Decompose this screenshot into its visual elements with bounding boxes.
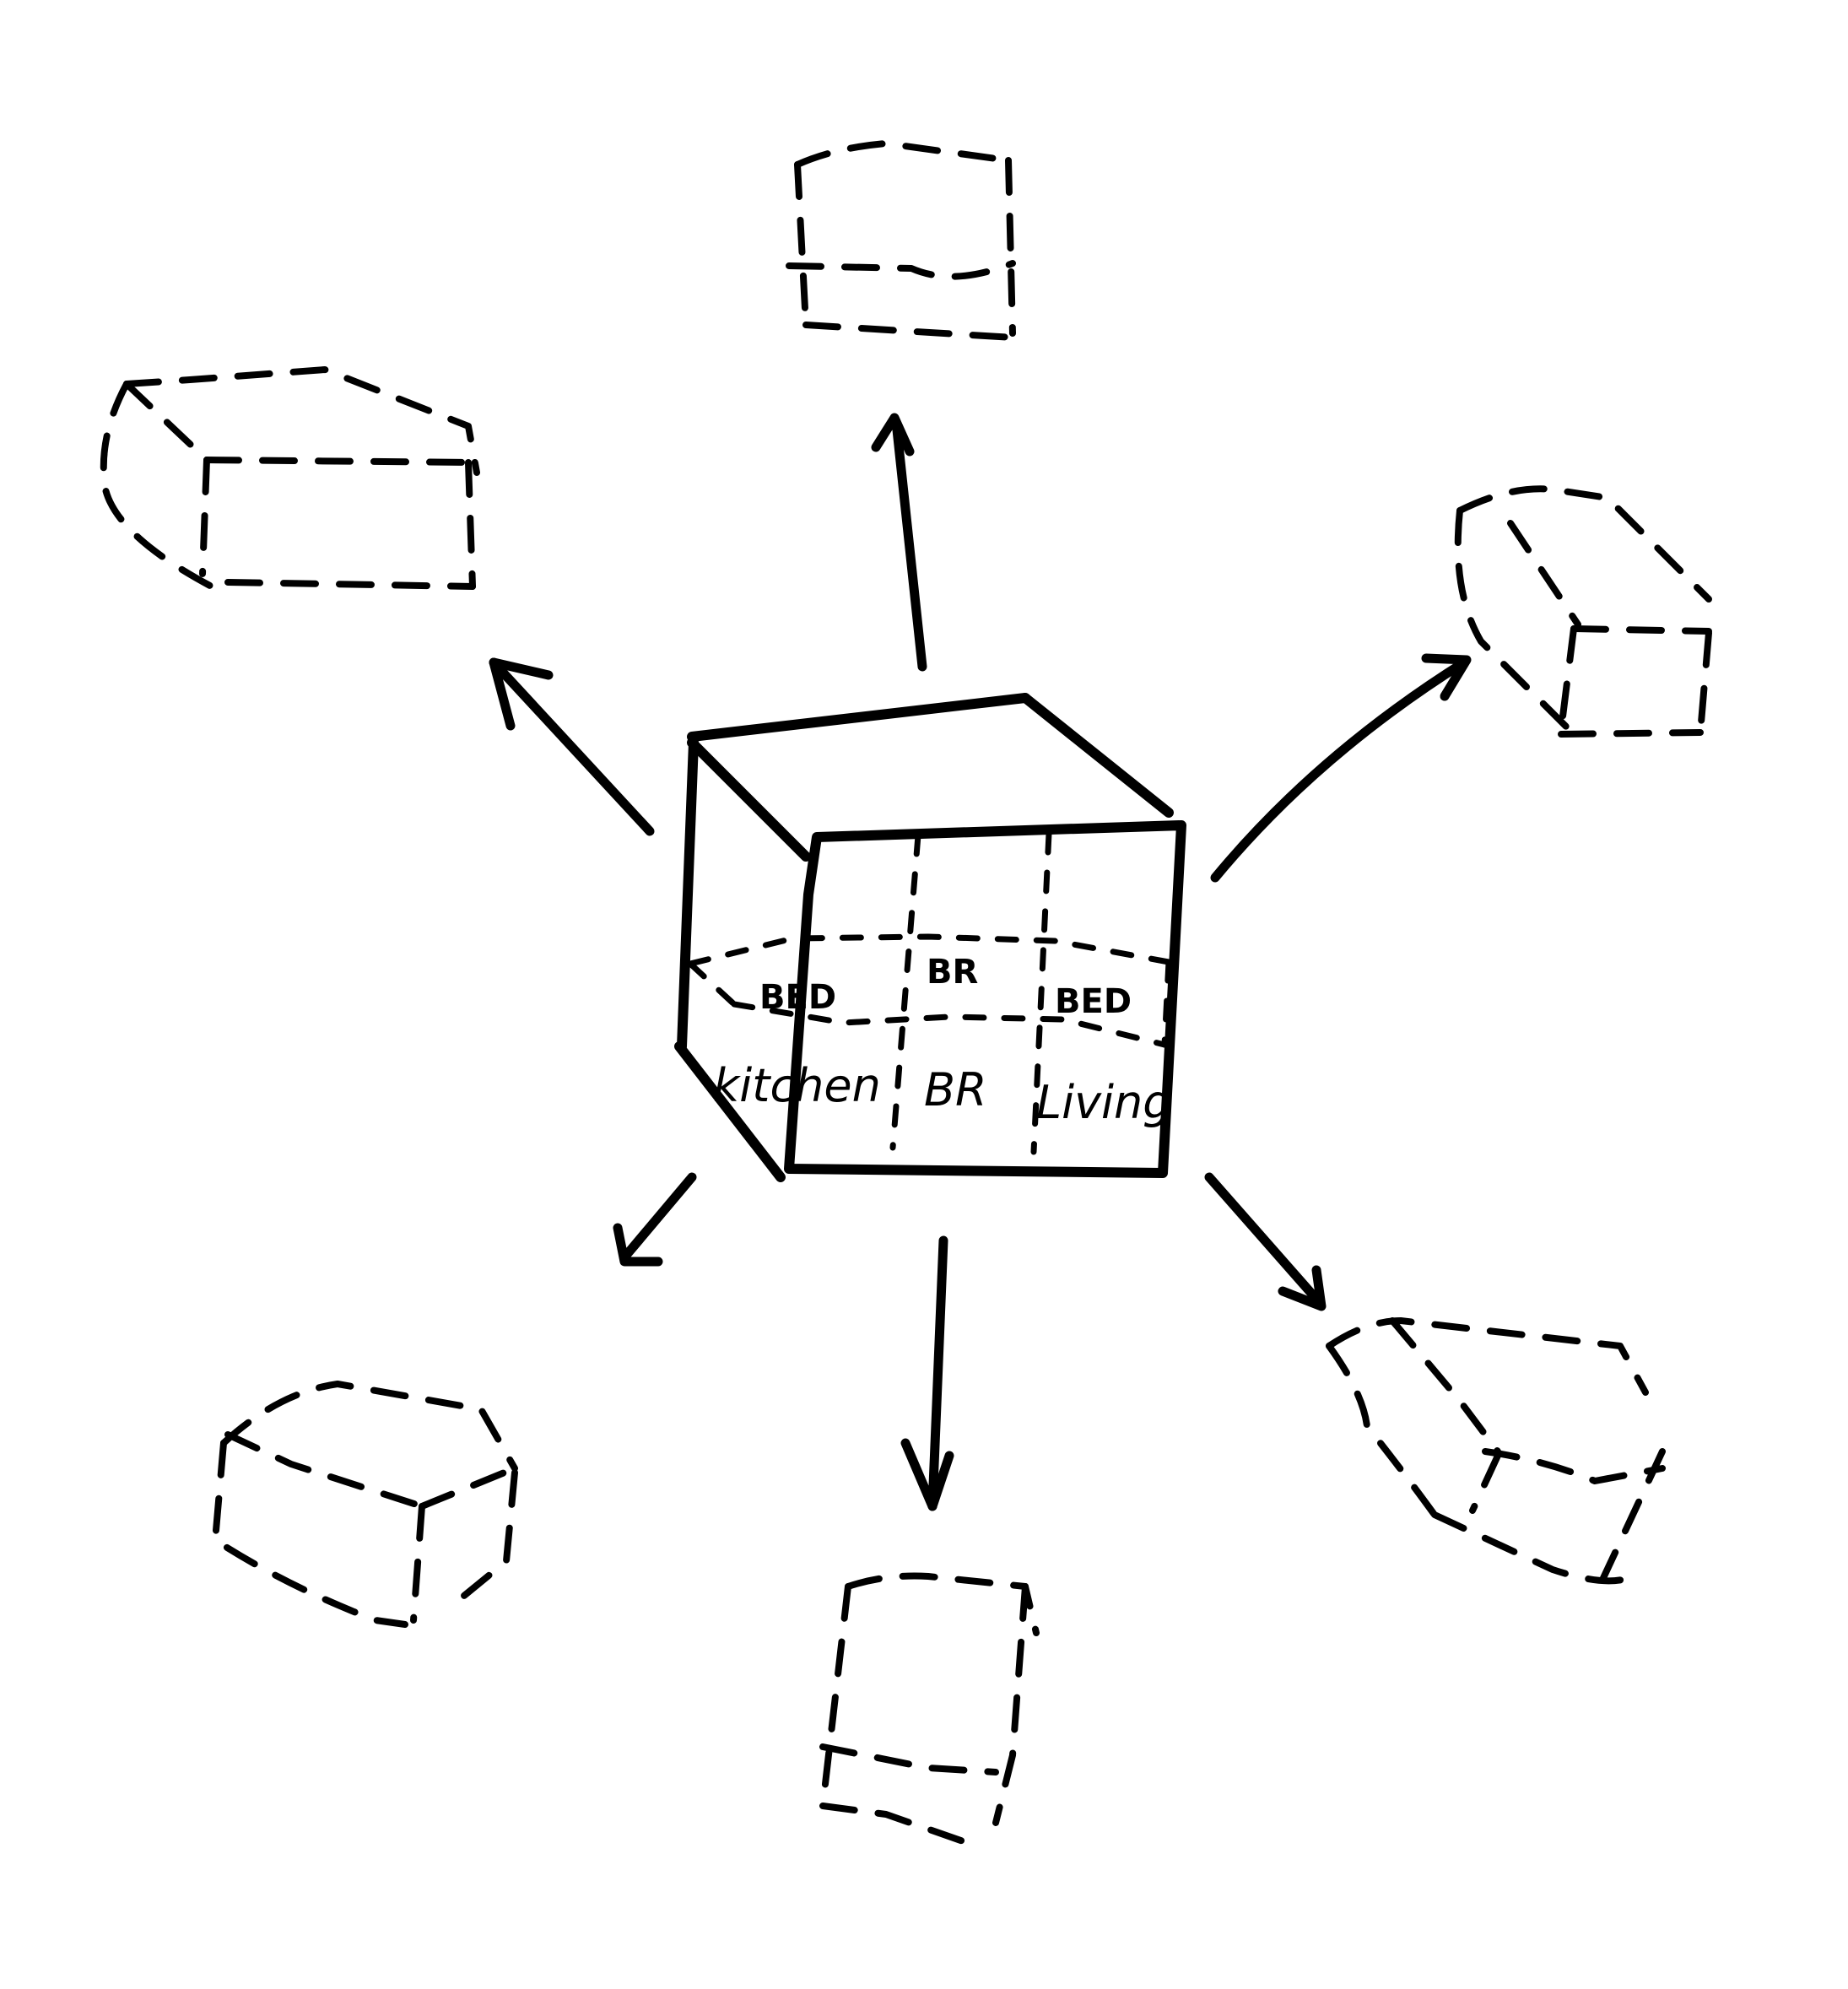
room-label-br-lower: BR: [924, 1063, 987, 1116]
satellite-box-top-left: [104, 370, 477, 595]
grid-floor-side-left: [690, 964, 734, 1004]
arrows: [494, 418, 1467, 1506]
satellite-box-bottom-left: [215, 1384, 515, 1624]
cube-top-left-edge: [692, 743, 806, 857]
arrow-up: [876, 418, 922, 667]
satellite-box-top: [789, 143, 1013, 338]
arrow-up-left: [494, 662, 650, 831]
satellite-box-bottom: [823, 1576, 1036, 1845]
central-cube: BED BR BED kitchen BR Living: [679, 698, 1181, 1177]
room-label-kitchen: kitchen: [713, 1059, 881, 1112]
arrow-down: [905, 1240, 949, 1506]
room-label-living: Living: [1036, 1076, 1172, 1129]
arrow-down-right: [1209, 1177, 1321, 1306]
arrow-up-right: [1215, 658, 1467, 878]
room-label-br-upper: BR: [927, 953, 978, 992]
satellite-box-bottom-right: [1329, 1321, 1662, 1581]
room-label-bed-left: BED: [759, 978, 836, 1017]
satellite-box-right: [1458, 489, 1709, 734]
cube-left-vertical: [682, 743, 694, 1046]
grid-vertical-1: [893, 835, 918, 1148]
room-label-bed-right: BED: [1055, 982, 1132, 1021]
cube-top-right-edge: [1025, 698, 1169, 813]
cube-top-back-edge: [692, 698, 1025, 737]
arrow-down-left: [618, 1177, 692, 1262]
